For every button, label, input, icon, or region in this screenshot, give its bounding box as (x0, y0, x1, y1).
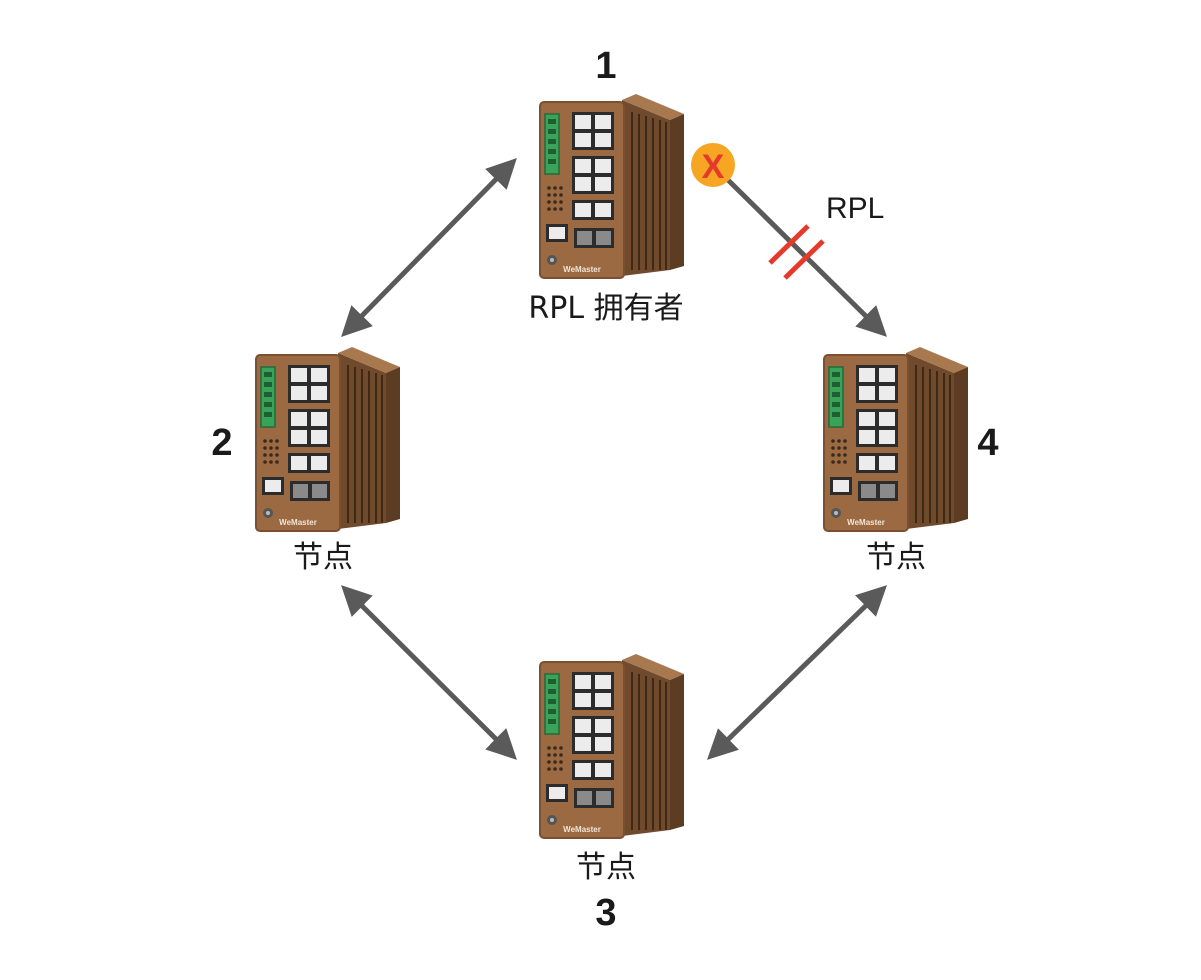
node-3-label: 节点 (576, 850, 636, 885)
node-4-number: 4 (977, 422, 998, 464)
blocked-port-icon: X (691, 143, 735, 187)
rpl-break-marks (768, 224, 825, 280)
node-2-label: 节点 (293, 540, 353, 575)
industrial-switch-icon (539, 93, 685, 279)
node-3-number: 3 (595, 892, 616, 934)
rpl-link-label: RPL (826, 192, 884, 225)
industrial-switch-icon (255, 346, 401, 532)
node-1-label: RPL 拥有者 (528, 291, 683, 326)
node-4-label: 节点 (866, 540, 926, 575)
switch-4: WeMaster (823, 346, 969, 532)
switch-3: WeMaster (539, 653, 685, 839)
blocked-port-label: X (702, 148, 725, 186)
industrial-switch-icon (823, 346, 969, 532)
industrial-switch-icon (539, 653, 685, 839)
switch-brand: WeMaster (279, 518, 317, 527)
link-1-2 (341, 158, 517, 337)
link-3-4 (706, 585, 888, 760)
switch-brand: WeMaster (563, 825, 601, 834)
switch-1: WeMaster (539, 93, 685, 279)
switch-2: WeMaster (255, 346, 401, 532)
switch-brand: WeMaster (847, 518, 885, 527)
links-layer (341, 158, 888, 760)
switch-brand: WeMaster (563, 265, 601, 274)
link-2-3 (341, 585, 517, 760)
node-1-number: 1 (595, 45, 616, 87)
node-2-number: 2 (211, 422, 232, 464)
